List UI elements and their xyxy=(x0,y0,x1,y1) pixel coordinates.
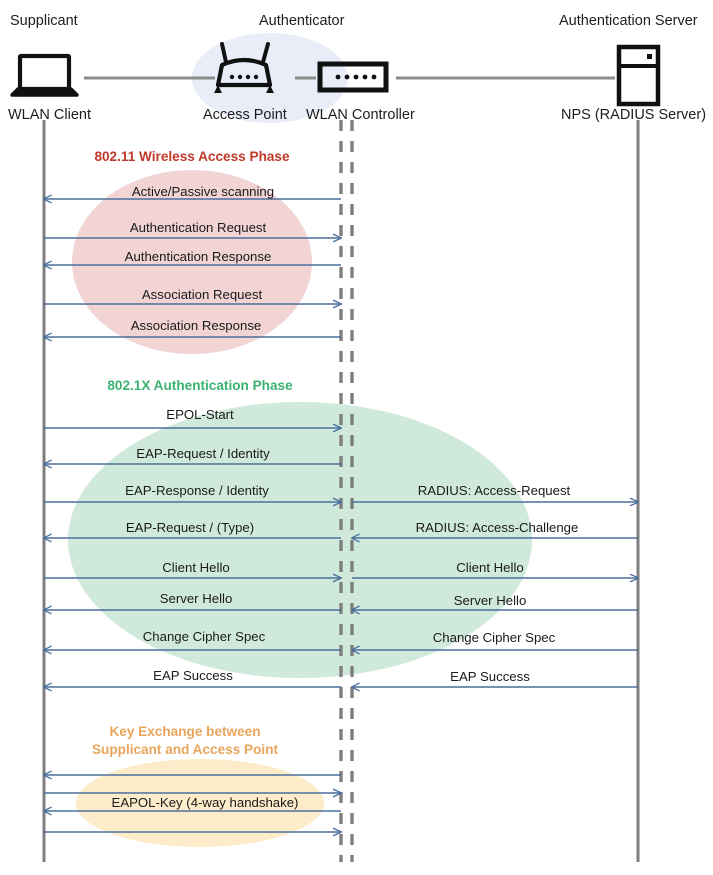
phase-label-key-exchange-line2: Supplicant and Access Point xyxy=(91,742,279,757)
message-label: Client Hello xyxy=(162,560,230,575)
message-label: EPOL-Start xyxy=(166,407,234,422)
message-label: Active/Passive scanning xyxy=(131,184,275,199)
phase-8021x-ellipse xyxy=(68,402,532,678)
server-tower-icon xyxy=(616,44,661,107)
message-label: Change Cipher Spec xyxy=(432,630,556,645)
node-caption-wlan-client: WLAN Client xyxy=(8,107,91,123)
phase-label-8021x: 802.1X Authentication Phase xyxy=(107,378,293,393)
message-label: EAP-Request / Identity xyxy=(136,446,270,461)
message-label: EAP-Response / Identity xyxy=(125,483,269,498)
node-caption-access-point: Access Point xyxy=(203,107,287,123)
message-label: Association Response xyxy=(130,318,262,333)
phase-label-80211: 802.11 Wireless Access Phase xyxy=(94,149,290,164)
message-label: Server Hello xyxy=(453,593,527,608)
message-label: Server Hello xyxy=(159,591,233,606)
phase-key-exchange-ellipse xyxy=(76,759,324,847)
message-label: EAP-Request / (Type) xyxy=(125,520,255,535)
message-label: Authentication Request xyxy=(129,220,267,235)
message-label: EAP Success xyxy=(450,669,530,684)
message-label: EAPOL-Key (4-way handshake) xyxy=(111,795,299,810)
message-label: RADIUS: Access-Challenge xyxy=(415,520,579,535)
message-label: EAP Success xyxy=(153,668,233,683)
wireless-router-icon xyxy=(214,42,274,93)
laptop-icon xyxy=(10,53,79,97)
message-label: Change Cipher Spec xyxy=(142,629,266,644)
node-caption-wlan-controller: WLAN Controller xyxy=(306,107,415,123)
message-label: Authentication Response xyxy=(124,249,272,264)
message-label: Client Hello xyxy=(456,560,524,575)
phase-label-key-exchange-line1: Key Exchange between xyxy=(109,724,261,739)
node-role-authenticator: Authenticator xyxy=(259,13,345,29)
phase-80211-ellipse xyxy=(72,170,312,354)
node-role-supplicant: Supplicant xyxy=(10,13,78,29)
message-label: RADIUS: Access-Request xyxy=(417,483,571,498)
network-switch-icon xyxy=(317,61,389,93)
message-label: Association Request xyxy=(141,287,263,302)
node-caption-nps-radius-server: NPS (RADIUS Server) xyxy=(561,107,707,123)
node-role-auth-server: Authentication Server xyxy=(559,13,698,29)
